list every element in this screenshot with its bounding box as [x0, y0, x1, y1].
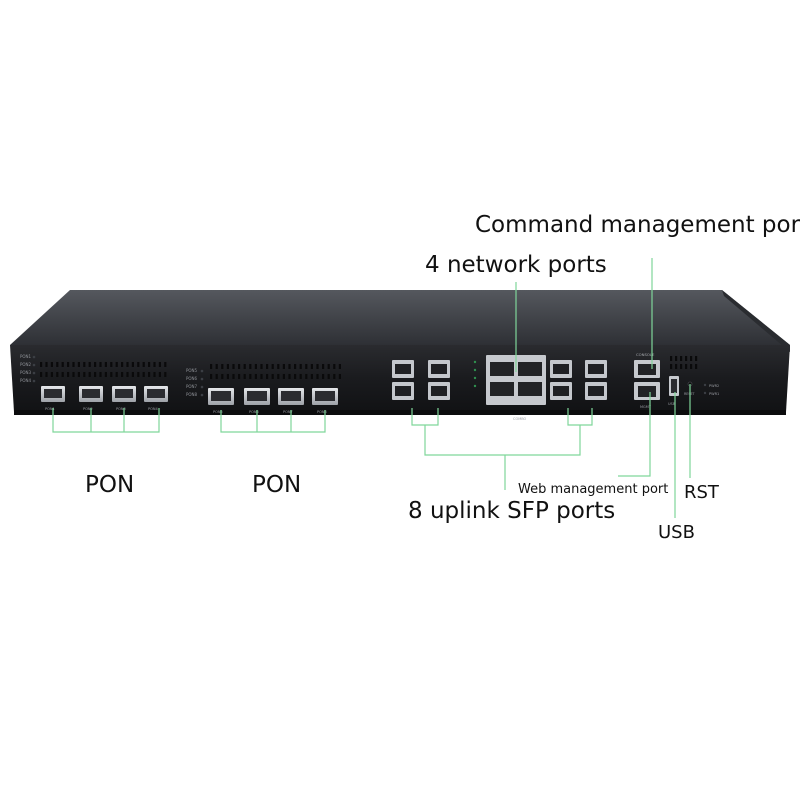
network-ports-label: 4 network ports: [425, 252, 607, 278]
pon-led-label: PON8: [186, 392, 198, 397]
uplink-sfp-block: [392, 360, 607, 400]
command-management-port-label: Command management port: [475, 212, 800, 238]
pon-led-label: PON2: [20, 362, 32, 367]
pon-port-label: PON6: [249, 410, 259, 414]
pon-led-label: PON4: [20, 378, 32, 383]
pon-led-label: PON6: [186, 376, 198, 381]
sfp-port: PON6: [244, 388, 270, 414]
sfp-port: PON4: [144, 386, 168, 411]
pon-port-label: PON5: [213, 410, 223, 414]
pon-port-label: PON3: [116, 407, 126, 411]
pon-port-label: PON8: [317, 410, 327, 414]
vent-grille: [670, 356, 698, 369]
pon-group-a: PON1 PON2 PON3 PON4 PON1 PON2 PON3: [20, 354, 168, 411]
pon-label-left: PON: [85, 472, 135, 498]
sfp-port: PON8: [312, 388, 338, 414]
usb-label: USB: [658, 522, 695, 543]
chassis-bottom-edge: [14, 410, 786, 415]
chassis-side-right: [722, 290, 790, 352]
uplink-sfp-ports-label: 8 uplink SFP ports: [408, 498, 616, 524]
console-label: CONSOLE: [636, 352, 655, 357]
sfp-port: PON2: [79, 386, 103, 411]
usb-port-label: USB: [668, 402, 676, 406]
pon-group-b: PON5 PON6 PON7 PON8 PON5 PON6 PON7: [186, 364, 341, 414]
chassis-top: [10, 290, 790, 345]
sfp-port: PON1: [41, 386, 65, 411]
vent-grille: [210, 364, 341, 379]
pon-led-label: PON7: [186, 384, 198, 389]
pon-port-label: PON7: [283, 410, 293, 414]
sfp-port: PON3: [112, 386, 136, 411]
pon-led-label: PON1: [20, 354, 32, 359]
sfp-port: PON7: [278, 388, 304, 414]
pon-port-label: PON2: [83, 407, 93, 411]
mgmt-label: MGMT: [640, 405, 652, 409]
rj45-port-block: COMBO: [486, 355, 546, 421]
pwr-label: PWR1: [709, 392, 719, 396]
vent-grille: [40, 362, 167, 377]
sfp-port: PON5: [208, 388, 234, 414]
web-management-port-label: Web management port: [518, 482, 669, 497]
callout-lines: [52, 258, 691, 518]
pon-port-label: PON1: [45, 407, 55, 411]
pon-led-label: PON5: [186, 368, 198, 373]
combo-label: COMBO: [513, 417, 527, 421]
pon-label-right: PON: [252, 472, 302, 498]
pwr-label: PWR2: [709, 384, 719, 388]
pon-led-label: PON3: [20, 370, 32, 375]
rst-label: RST: [684, 482, 719, 503]
pon-port-label: PON4: [148, 407, 158, 411]
